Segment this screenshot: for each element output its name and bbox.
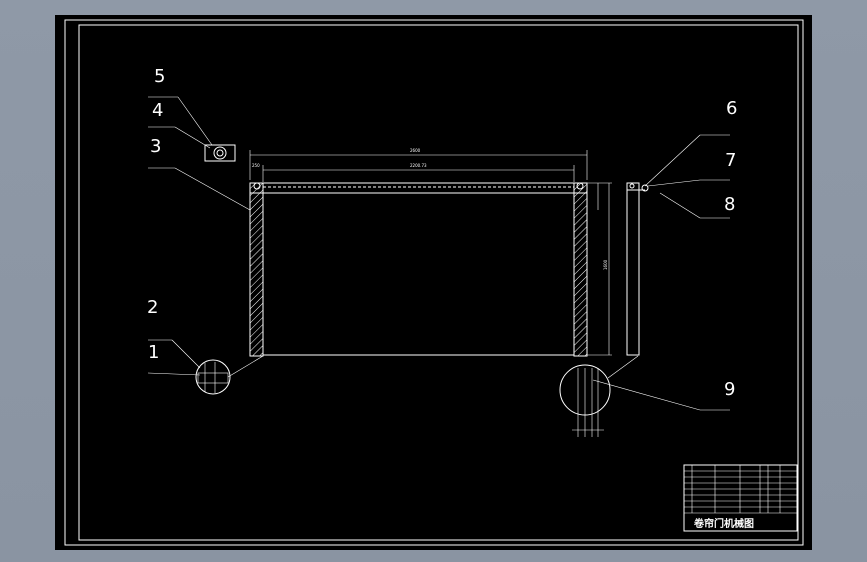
dim-overall-width: 2600 bbox=[410, 148, 421, 153]
title-block: 卷帘门机械图 bbox=[683, 464, 798, 532]
left-bearing bbox=[253, 182, 261, 190]
inner-border bbox=[78, 24, 799, 541]
outer-border bbox=[64, 19, 804, 546]
dimension-lines: 2600 2200.73 250 1600 bbox=[249, 148, 612, 356]
detail-view-right bbox=[559, 355, 639, 437]
part-label-8: 8 bbox=[724, 194, 735, 215]
dim-right-height: 1600 bbox=[603, 259, 608, 270]
dim-left-offset: 250 bbox=[252, 163, 260, 168]
door-front-view bbox=[249, 182, 588, 357]
door-side-view bbox=[626, 182, 649, 356]
part-label-7: 7 bbox=[725, 150, 736, 171]
detail-view-left bbox=[195, 355, 264, 395]
part-label-2: 2 bbox=[147, 297, 158, 318]
part-label-5: 5 bbox=[154, 66, 165, 87]
motor-box bbox=[204, 144, 236, 162]
part-label-1: 1 bbox=[148, 342, 159, 363]
part-label-9: 9 bbox=[724, 379, 735, 400]
leader-lines bbox=[147, 96, 730, 411]
part-label-3: 3 bbox=[150, 136, 161, 157]
drawing-canvas[interactable] bbox=[55, 15, 812, 550]
left-guide-rail bbox=[249, 182, 264, 357]
right-guide-rail bbox=[573, 182, 588, 357]
drawing-title: 卷帘门机械图 bbox=[693, 517, 754, 530]
dim-inner-width: 2200.73 bbox=[410, 163, 427, 168]
part-label-4: 4 bbox=[152, 100, 163, 121]
part-label-6: 6 bbox=[726, 98, 737, 119]
right-bearing bbox=[576, 182, 584, 190]
